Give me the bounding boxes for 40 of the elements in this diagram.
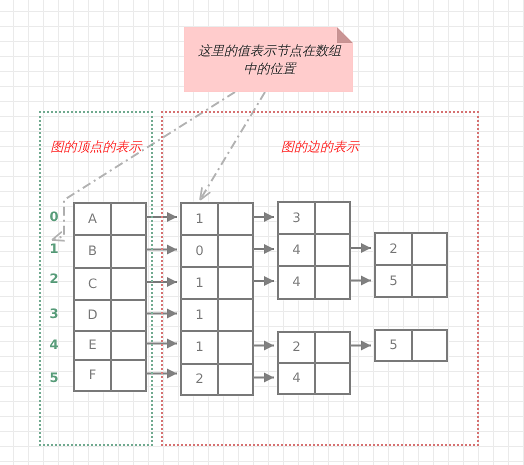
list-node-box — [73, 234, 147, 269]
list-node-box — [180, 266, 254, 300]
index-number: 5 — [47, 371, 61, 387]
list-node-box — [180, 298, 254, 332]
note-text: 这里的值表示节点在数组中的位置 — [197, 43, 342, 79]
list-node-box — [73, 359, 147, 392]
dotted-frame — [161, 111, 479, 446]
list-node-box — [73, 330, 147, 361]
list-node-box — [277, 331, 351, 364]
list-node-box — [277, 362, 351, 395]
value-cell: 4 — [279, 364, 316, 393]
list-node-box — [374, 264, 448, 298]
index-number: 4 — [47, 338, 61, 354]
list-node-box — [180, 202, 254, 236]
list-node-box — [277, 233, 351, 267]
section-title: 图的边的表示 — [280, 139, 361, 156]
list-node-box — [374, 329, 448, 362]
list-node-box — [277, 265, 351, 300]
value-cell: F — [75, 361, 112, 390]
value-cell: 2 — [182, 365, 219, 394]
list-node-box — [73, 299, 147, 332]
leader-line — [51, 91, 236, 242]
list-node-box — [180, 363, 254, 396]
index-number: 2 — [47, 272, 61, 288]
note-box — [184, 27, 353, 92]
index-number: 3 — [47, 307, 61, 323]
value-cell: 5 — [376, 266, 413, 296]
list-node-box — [73, 202, 147, 236]
list-node-box — [73, 267, 147, 301]
list-node-box — [180, 330, 254, 365]
value-cell: 5 — [376, 331, 413, 360]
list-node-box — [180, 234, 254, 268]
index-number: 1 — [47, 242, 61, 258]
leader-line — [199, 91, 266, 201]
value-cell: 4 — [279, 267, 316, 298]
list-node-box — [277, 201, 351, 235]
dotted-frame — [39, 111, 153, 446]
section-title: 图的顶点的表示 — [50, 139, 144, 156]
index-number: 0 — [47, 210, 61, 226]
list-node-box — [374, 232, 448, 266]
